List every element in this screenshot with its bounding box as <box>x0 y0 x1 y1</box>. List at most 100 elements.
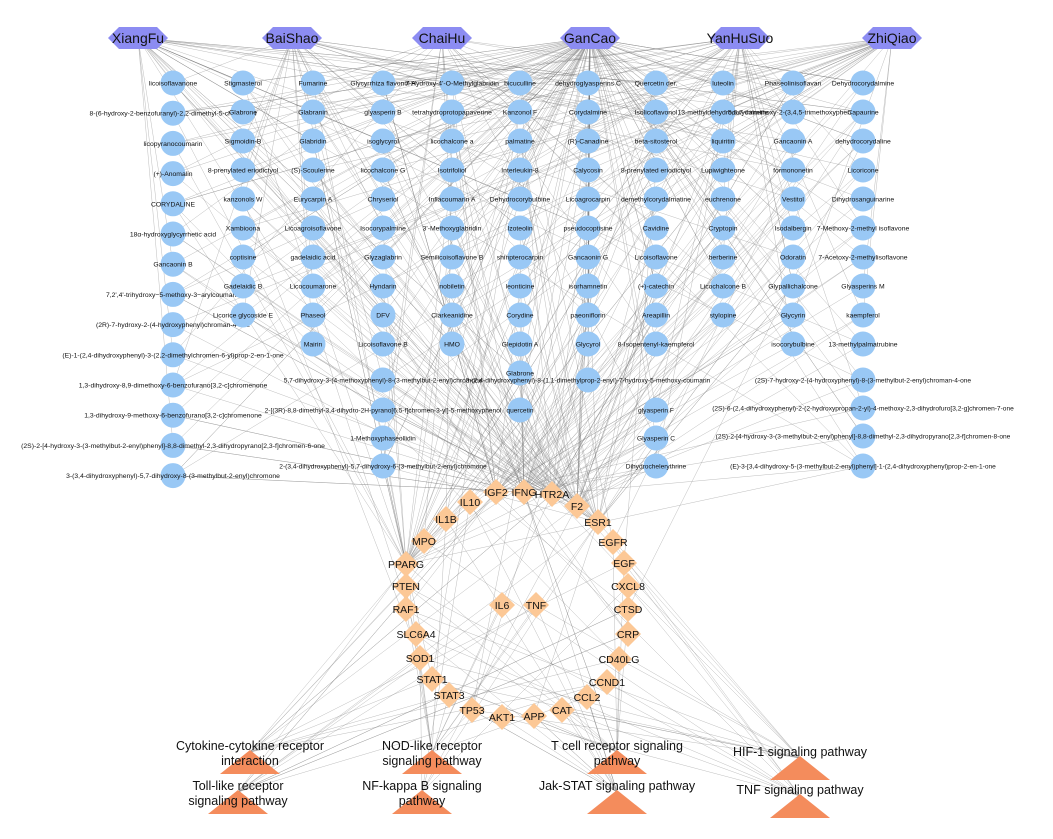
compound-label: Phaseolinisoflavan <box>765 81 822 88</box>
edge <box>551 227 794 495</box>
target-node-il6 <box>489 592 515 618</box>
compound-node-stigmasterol <box>230 70 256 96</box>
edge <box>441 37 657 439</box>
edge <box>519 37 591 258</box>
compound-label: Glycyrrhiza flavonol A <box>350 81 416 88</box>
edge <box>291 37 589 113</box>
target-node-tnf <box>523 592 549 618</box>
target-label: IL10 <box>460 497 481 509</box>
target-label: CD40LG <box>599 654 640 666</box>
edge <box>312 37 591 84</box>
compound-node-7-2-4-trihydroxy-5-methoxy-3-arylcoumari <box>160 281 186 307</box>
edge <box>523 491 618 793</box>
herb-label: GanCao <box>564 30 616 46</box>
edge <box>589 37 794 113</box>
target-label: SLC6A4 <box>396 629 435 641</box>
compound-label: 7-Hydroxy-4'-O-Methylglabridin <box>405 81 499 88</box>
compound-label: 3-(2,4-dihydroxyphenyl)-8-(1,1-dimethylp… <box>466 378 711 385</box>
compound-label: Gancaonin A <box>774 139 813 146</box>
edge <box>535 604 801 759</box>
compound-node-8-prenylated-eriodictyol <box>230 157 256 183</box>
target-node-raf1 <box>393 596 419 622</box>
edge <box>172 264 497 493</box>
compound-node-dfv <box>370 302 396 328</box>
compound-label: Inflacoumarin A <box>429 197 476 204</box>
edge <box>501 716 618 793</box>
edge <box>431 521 599 753</box>
compound-node-gadelaidic-acid <box>300 244 326 270</box>
herb-node-baishao <box>262 27 322 49</box>
target-node-sod1 <box>407 645 433 671</box>
edge <box>597 285 794 523</box>
edge <box>495 314 794 493</box>
compound-label: licochalcone G <box>361 168 406 175</box>
compound-node-dehydrocorybulbine <box>507 186 533 212</box>
compound-node-beta-sitosterol <box>643 128 669 154</box>
compound-label: Licocoumarone <box>290 284 337 291</box>
compound-label: (2S)-6-(2,4-dihydroxyphenyl)-2-(2-hydrox… <box>712 406 1014 413</box>
target-node-il1b <box>433 506 459 532</box>
edge <box>249 694 450 753</box>
edge <box>862 37 893 316</box>
edge <box>612 541 618 753</box>
edge <box>137 37 864 345</box>
edge <box>589 37 864 84</box>
edge <box>237 633 629 793</box>
edge <box>137 37 864 381</box>
edge <box>249 562 625 753</box>
compound-node-liquiritin <box>710 128 736 154</box>
compound-node-3-3-4-dihydroxyphenyl-5-7-dihydroxy-8-3- <box>160 463 186 489</box>
pathway-label-line: pathway <box>594 754 641 768</box>
compound-label: Cryptopin <box>708 226 737 233</box>
herb-node-chaihu <box>412 27 472 49</box>
edge <box>451 198 525 493</box>
compound-label: 7-Acetoxy-2-methylisoflavone <box>818 255 907 262</box>
edge <box>172 264 525 493</box>
compound-label: tetrahydroprotopapaverine <box>412 110 492 117</box>
compound-node-8-6-hydroxy-2-benzofuranyl-2-2-dimethyl- <box>160 100 186 126</box>
compound-node-pseudocoptisine <box>575 215 601 241</box>
edge <box>589 37 794 84</box>
compound-node-phaseolinisoflavan <box>780 70 806 96</box>
target-label: CAT <box>552 705 573 717</box>
edge <box>382 37 893 381</box>
compound-node-3-methoxyglabridin <box>439 215 465 241</box>
compound-label: (+)-catechin <box>638 284 674 291</box>
edge <box>523 256 864 493</box>
compound-label: Glabrone <box>229 110 257 117</box>
edge <box>405 82 589 565</box>
edge <box>551 111 794 495</box>
edge <box>249 518 447 753</box>
edge <box>533 715 618 753</box>
pathway-node-toll-like-receptor-signaling-pathway <box>208 790 268 814</box>
compound-label: CORYDALINE <box>151 201 196 208</box>
edge <box>523 437 657 493</box>
compound-label: Interleukin-8 <box>501 168 539 175</box>
edge <box>612 169 794 543</box>
compound-label: DFV <box>376 313 390 320</box>
edge <box>249 493 553 753</box>
compound-label: Licochalcone B <box>700 284 747 291</box>
edge <box>551 465 864 495</box>
compound-node-licoagroisoflavone <box>300 215 326 241</box>
edge <box>242 198 421 659</box>
compound-node-clarkeanidine <box>439 302 465 328</box>
target-label: CCL2 <box>574 692 601 704</box>
edge <box>405 379 864 565</box>
pathway-node-cytokine-cytokine-receptor-interaction <box>220 750 280 774</box>
compound-node-8-isopentenyl-kaempferol <box>643 331 669 357</box>
target-node-akt1 <box>489 704 515 730</box>
compound-label: Glycyrol <box>576 342 601 349</box>
compound-node-glabranin <box>300 99 326 125</box>
compound-node-glyasperins-m <box>850 273 876 299</box>
edge <box>589 37 657 345</box>
edge <box>405 111 521 565</box>
compound-label: Calycosin <box>573 168 603 175</box>
compound-label: luteolin <box>712 81 734 88</box>
compound-label: 18α-hydroxyglycyrrhetic acid <box>130 232 216 239</box>
compound-node-kanzonol-f <box>507 99 533 125</box>
edge <box>172 203 407 565</box>
edge <box>242 37 591 258</box>
